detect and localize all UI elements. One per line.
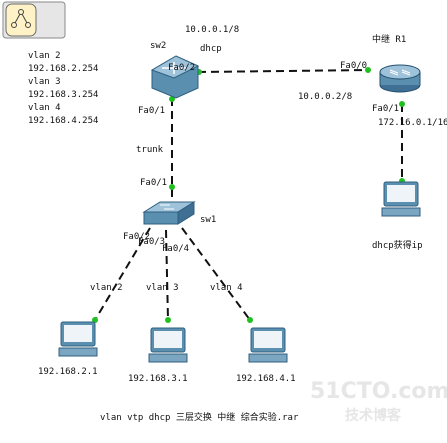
vlan-line: vlan 3 bbox=[28, 77, 61, 87]
sw1-port-fa04: Fa0/4 bbox=[162, 244, 189, 254]
r1-port-fa01: Fa0/1 bbox=[372, 104, 399, 114]
trunk-label: trunk bbox=[136, 145, 164, 155]
vlan-line: vlan 4 bbox=[28, 103, 61, 113]
links bbox=[94, 69, 403, 321]
link-vlan2-label: vlan 2 bbox=[90, 283, 123, 293]
sw1-port-fa01: Fa0/1 bbox=[140, 178, 167, 188]
pc3-ip: 192.168.3.1 bbox=[128, 374, 188, 384]
r1-port-fa00: Fa0/0 bbox=[340, 61, 367, 71]
watermark: 51CTO.com 技术博客 bbox=[310, 379, 447, 424]
sw1-port-fa02: Fa0/2 bbox=[123, 232, 150, 242]
sw1-switch-icon[interactable] bbox=[142, 201, 196, 225]
sw2-switch-icon[interactable] bbox=[150, 55, 200, 99]
pc-vlan4-icon[interactable] bbox=[248, 327, 288, 363]
sw2-port-fa01: Fa0/1 bbox=[138, 106, 165, 116]
link-sw2-r1 bbox=[197, 69, 371, 73]
sw2-name: sw2 bbox=[150, 41, 166, 51]
link-vlan4-label: vlan 4 bbox=[210, 283, 243, 293]
sw2-gateway-ip: 10.0.0.1/8 bbox=[185, 25, 239, 35]
pc2-ip: 192.168.2.1 bbox=[38, 367, 98, 377]
sw2-port-fa02: Fa0/2 bbox=[168, 63, 195, 73]
link-sw1-pc2 bbox=[94, 227, 151, 321]
vlan-line: 192.168.3.254 bbox=[28, 90, 99, 100]
app-logo-icon bbox=[2, 1, 66, 39]
r1-router-icon[interactable] bbox=[379, 64, 421, 93]
link-vlan3-label: vlan 3 bbox=[146, 283, 179, 293]
vlan-gateway-list: vlan 2 192.168.2.254 vlan 3 192.168.3.25… bbox=[28, 50, 98, 128]
r1-name: 中继 R1 bbox=[372, 33, 406, 45]
caption: vlan vtp dhcp 三层交换 中继 综合实验.rar bbox=[100, 411, 299, 423]
sw1-name: sw1 bbox=[200, 215, 216, 225]
watermark-sub: 技术博客 bbox=[345, 407, 402, 424]
pc4-ip: 192.168.4.1 bbox=[236, 374, 296, 384]
pc-vlan2-icon[interactable] bbox=[58, 321, 98, 357]
watermark-site: 51CTO.com bbox=[310, 379, 447, 404]
link-sw1-pc4 bbox=[181, 227, 251, 321]
vlan-line: 192.168.4.254 bbox=[28, 116, 99, 126]
sw1-port-fa03: Fa0/3 bbox=[138, 237, 165, 247]
pc-vlan3-icon[interactable] bbox=[148, 327, 188, 363]
link-sw1-pc3 bbox=[165, 229, 169, 321]
pc-dhcp-label: dhcp获得ip bbox=[372, 239, 423, 251]
r1-lan-ip: 172.16.0.1/16 bbox=[378, 118, 447, 128]
vlan-line: vlan 2 bbox=[28, 51, 61, 61]
r1-wan-ip: 10.0.0.2/8 bbox=[298, 92, 352, 102]
sw2-role: dhcp bbox=[200, 44, 222, 54]
pc-dhcp-icon[interactable] bbox=[381, 181, 421, 217]
vlan-line: 192.168.2.254 bbox=[28, 64, 99, 74]
